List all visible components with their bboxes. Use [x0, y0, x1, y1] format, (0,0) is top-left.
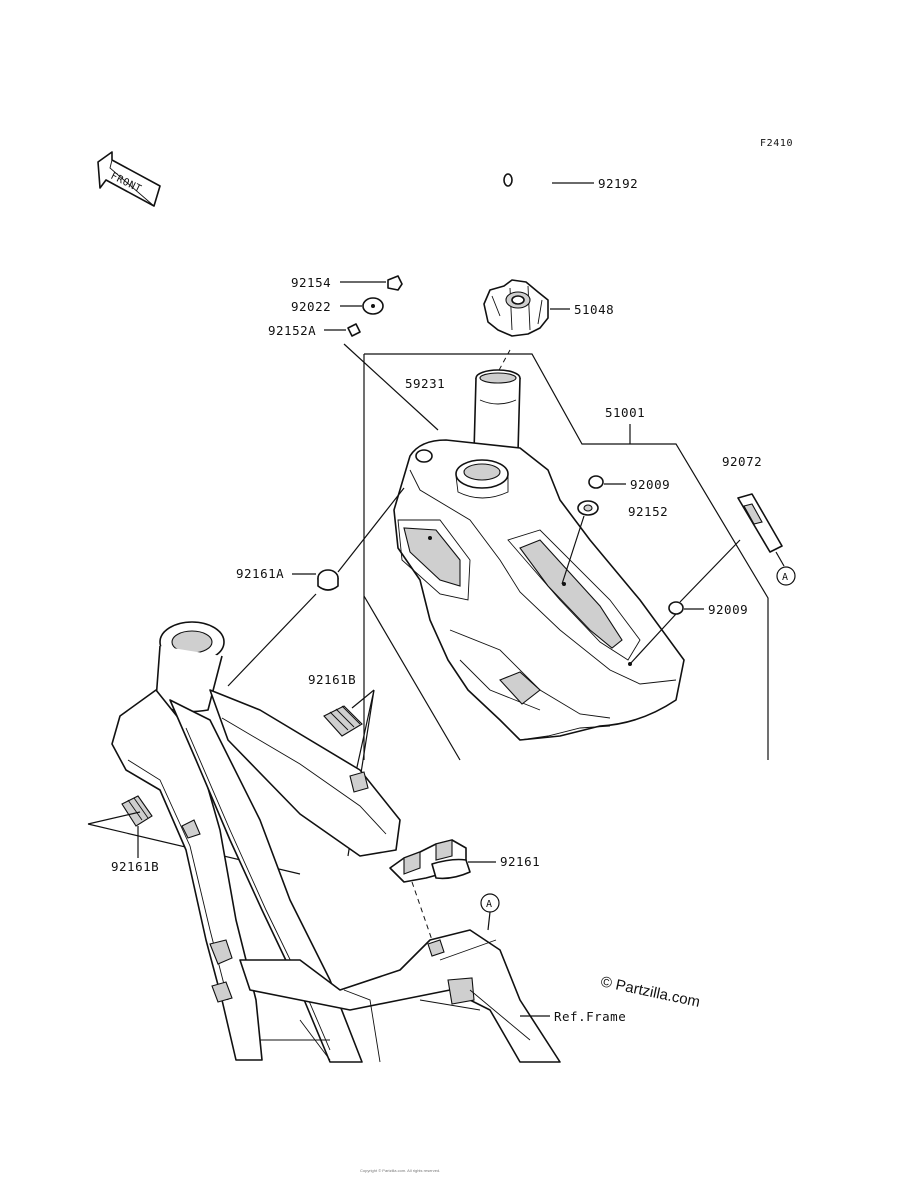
callout-51001[interactable]: 51001 [605, 405, 645, 420]
front-arrow-icon: FRONT [97, 151, 161, 207]
callout-92009-top[interactable]: 92009 [630, 477, 670, 492]
callout-ref-frame[interactable]: Ref.Frame [554, 1009, 626, 1024]
guide-92161-frame [411, 881, 433, 941]
leader-92161A-to-tank [337, 487, 405, 573]
leader-92161A-to-frame [227, 593, 317, 687]
frame-reference-part[interactable] [111, 621, 561, 1063]
leader-92161B-right-b [351, 689, 375, 709]
guide-cap-strainer [497, 349, 511, 373]
callout-92161B-left[interactable]: 92161B [111, 859, 159, 874]
svg-text:A: A [486, 899, 493, 910]
bolt-92154-part[interactable] [372, 275, 403, 291]
callout-92161[interactable]: 92161 [500, 854, 540, 869]
callout-92161B-right[interactable]: 92161B [308, 672, 356, 687]
callout-92154[interactable]: 92154 [291, 275, 331, 290]
breather-hose-part[interactable] [503, 173, 548, 270]
washer-92022-part[interactable] [362, 297, 384, 315]
callout-92009-side[interactable]: 92009 [708, 602, 748, 617]
marker-a-right: A [776, 566, 796, 586]
tank-assembly-bracket [363, 353, 769, 760]
callout-59231[interactable]: 59231 [405, 376, 445, 391]
leader-92072 [679, 539, 741, 603]
plug-92009-top-part[interactable] [588, 475, 604, 489]
callout-92192[interactable]: 92192 [598, 176, 638, 191]
bracket-92161-part[interactable] [389, 839, 471, 883]
leader-92009-side-to-tank [629, 613, 677, 665]
damper-92161B-left-part[interactable] [121, 795, 153, 827]
band-92072-part[interactable] [737, 493, 783, 553]
fuel-strainer-part[interactable] [473, 369, 521, 458]
marker-a-frame: A [480, 893, 500, 913]
damper-92161A-part[interactable] [317, 569, 339, 591]
collar-92152A-part[interactable] [347, 323, 361, 337]
footer-line-1: Copyright © Partzilla.com. All rights re… [360, 1168, 440, 1173]
fuel-tank-part[interactable] [393, 439, 685, 741]
leader-marker-a-right [775, 551, 785, 567]
plug-92009-side-part[interactable] [668, 601, 684, 615]
leader-marker-a-frame [487, 911, 491, 931]
fuel-cap-part[interactable] [483, 279, 549, 337]
callout-92022[interactable]: 92022 [291, 299, 331, 314]
callout-92161A[interactable]: 92161A [236, 566, 284, 581]
damper-92161B-right-part[interactable] [323, 705, 363, 737]
svg-text:A: A [782, 572, 789, 583]
guide-92161B-left-b [87, 811, 141, 825]
grommet-92152-part[interactable] [577, 500, 599, 516]
callout-92152A[interactable]: 92152A [268, 323, 316, 338]
leader-92152A-to-tank [343, 343, 439, 431]
callout-51048[interactable]: 51048 [574, 302, 614, 317]
watermark: © Partzilla.com [599, 973, 701, 1011]
callout-92152[interactable]: 92152 [628, 504, 668, 519]
leader-92152 [561, 515, 585, 585]
figure-code: F2410 [760, 138, 793, 149]
tank-bracket-diagonal [363, 595, 461, 761]
callout-92072[interactable]: 92072 [722, 454, 762, 469]
